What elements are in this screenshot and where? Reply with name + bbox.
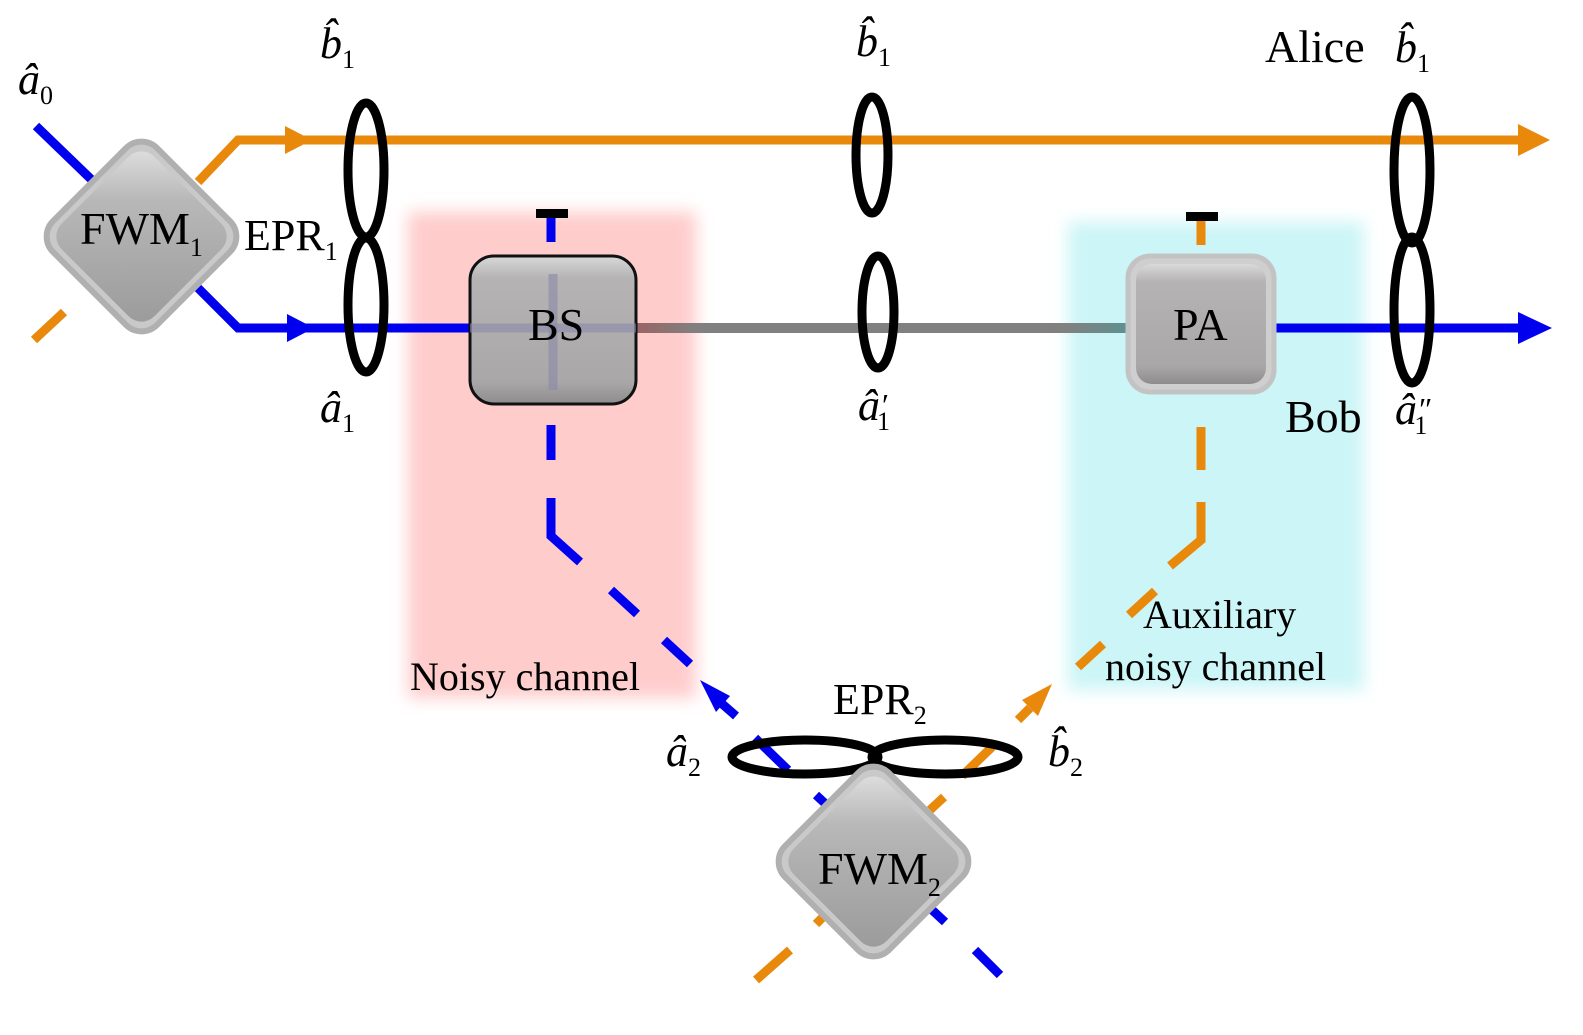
arrow-b2 — [1022, 684, 1052, 716]
svg-text:FWM1: FWM1 — [80, 203, 203, 262]
epr2-label: EPR2 — [833, 675, 927, 730]
phase-amplifier: PA — [1125, 253, 1277, 395]
epr1-entanglement — [343, 98, 389, 377]
mode-b1-left: b̂1 — [320, 18, 355, 74]
pa-label: PA — [1173, 299, 1228, 350]
noisy-channel-label: Noisy channel — [410, 654, 640, 699]
bs-dump — [536, 209, 568, 218]
beam-splitter: BS — [468, 254, 638, 406]
svg-text:FWM2: FWM2 — [818, 843, 941, 902]
beam-a0 — [32, 122, 99, 187]
epr1-label: EPR1 — [244, 211, 338, 266]
auxiliary-label-line2: noisy channel — [1105, 644, 1326, 689]
mid-ellipses — [851, 92, 899, 373]
epr2-entanglement — [727, 735, 1023, 779]
fwm1-label: FWM — [80, 203, 190, 254]
fwm2-sub: 2 — [928, 873, 941, 902]
beam-a1 — [194, 284, 470, 342]
bs-label: BS — [528, 299, 584, 350]
mode-a1-left: â1 — [320, 383, 355, 438]
pa-dump — [1186, 212, 1218, 221]
mode-b1-right: b̂1 — [1395, 22, 1430, 78]
mode-a0: â0 — [18, 55, 53, 110]
channel-line — [636, 323, 1128, 333]
auxiliary-label-line1: Auxiliary — [1143, 592, 1296, 637]
alice-label: Alice — [1265, 21, 1365, 72]
output-entanglement — [1389, 92, 1435, 388]
arrow-a1-end — [1518, 312, 1552, 344]
mode-a2: â2 — [666, 727, 701, 782]
mode-a1-dprime: â″1 — [1395, 385, 1431, 440]
fwm1-sub: 1 — [190, 233, 203, 262]
fwm2-label: FWM — [818, 843, 928, 894]
mode-b2: b̂2 — [1048, 726, 1083, 782]
fwm1-component: FWM1 — [43, 138, 240, 335]
fwm2-component: FWM2 — [775, 763, 972, 960]
bob-label: Bob — [1285, 391, 1362, 442]
mode-a1-prime: â′1 — [858, 381, 890, 436]
arrow-a1-start — [287, 314, 314, 342]
mode-b1-mid: b̂1 — [856, 16, 891, 72]
arrow-b1-start — [285, 126, 312, 154]
beam-b1 — [194, 124, 1550, 186]
vacuum-fwm1 — [30, 308, 68, 344]
arrow-b1-end — [1518, 124, 1550, 156]
